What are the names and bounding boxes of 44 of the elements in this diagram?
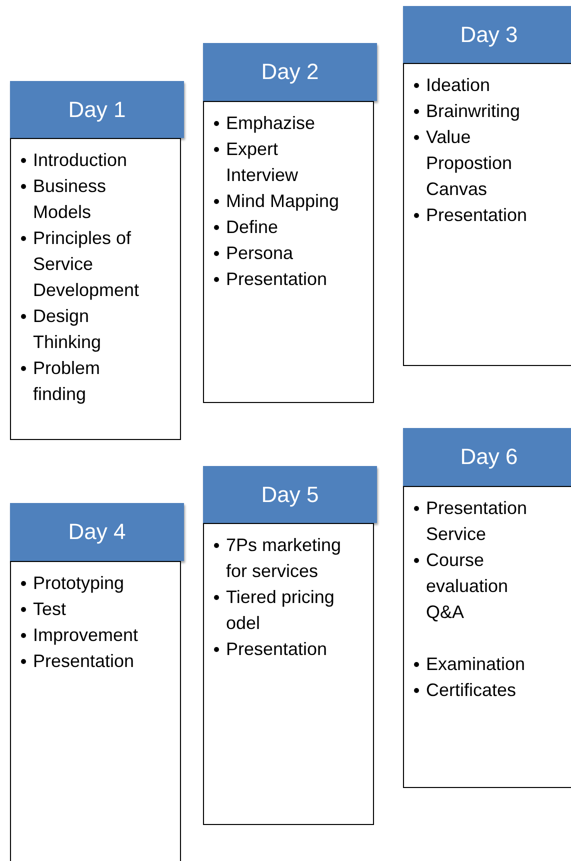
bullet-item: Certificates (426, 680, 516, 700)
bullet-item: Mind Mapping (226, 191, 340, 211)
topic-list-box (10, 561, 181, 861)
bullet-item: Improvement (33, 625, 138, 645)
topic-list-box (203, 101, 374, 403)
day-header-box (403, 6, 571, 63)
day-title: Day 2 (261, 59, 319, 85)
bullet-item: 7Ps marketing for services (226, 535, 342, 581)
bullet-item: Presentation (226, 269, 328, 289)
day-title: Day 4 (68, 519, 126, 545)
bullet-item: Business Models (33, 176, 106, 222)
day-header-box (10, 81, 184, 138)
bullet-item: Ideation (426, 75, 490, 95)
bullet-item: Presentation Service (426, 498, 528, 544)
bullet-item: Define (226, 217, 278, 237)
bullet-item: Prototyping (33, 573, 124, 593)
day-title: Day 6 (460, 444, 518, 470)
day-header-box (203, 43, 377, 101)
day-title: Day 3 (460, 22, 518, 48)
bullet-item: Test (33, 599, 66, 619)
day-title: Day 1 (68, 96, 126, 122)
bullet-item: Persona (226, 243, 294, 263)
bullet-item: Tiered pricing odel (226, 587, 334, 633)
day-header-box (403, 428, 571, 486)
bullet-item: Presentation (33, 651, 134, 671)
topic-list-box (403, 486, 571, 788)
bullet-item: Expert Interview (226, 139, 298, 185)
topic-list-box (203, 523, 374, 825)
day-header-box (10, 503, 184, 561)
bullet-item: Principles of Service Development (33, 228, 140, 300)
bullet-item: Introduction (33, 150, 128, 170)
bullet-item: Presentation (226, 639, 328, 659)
day-title: Day 5 (261, 482, 319, 508)
bullet-item: Problem finding (33, 358, 100, 404)
topic-list-box (403, 63, 571, 366)
day-header-box (203, 466, 377, 523)
bullet-item: Presentation (426, 205, 528, 225)
bullet-item: Emphazise (226, 113, 316, 133)
bullet-item: Examination (426, 654, 526, 674)
bullet-item: Course evaluation Q&A (426, 550, 508, 622)
topic-list-box (10, 138, 181, 440)
bullet-item: Brainwriting (426, 101, 520, 121)
bullet-item: Value Propostion Canvas (426, 127, 512, 199)
bullet-item: Design Thinking (33, 306, 102, 352)
